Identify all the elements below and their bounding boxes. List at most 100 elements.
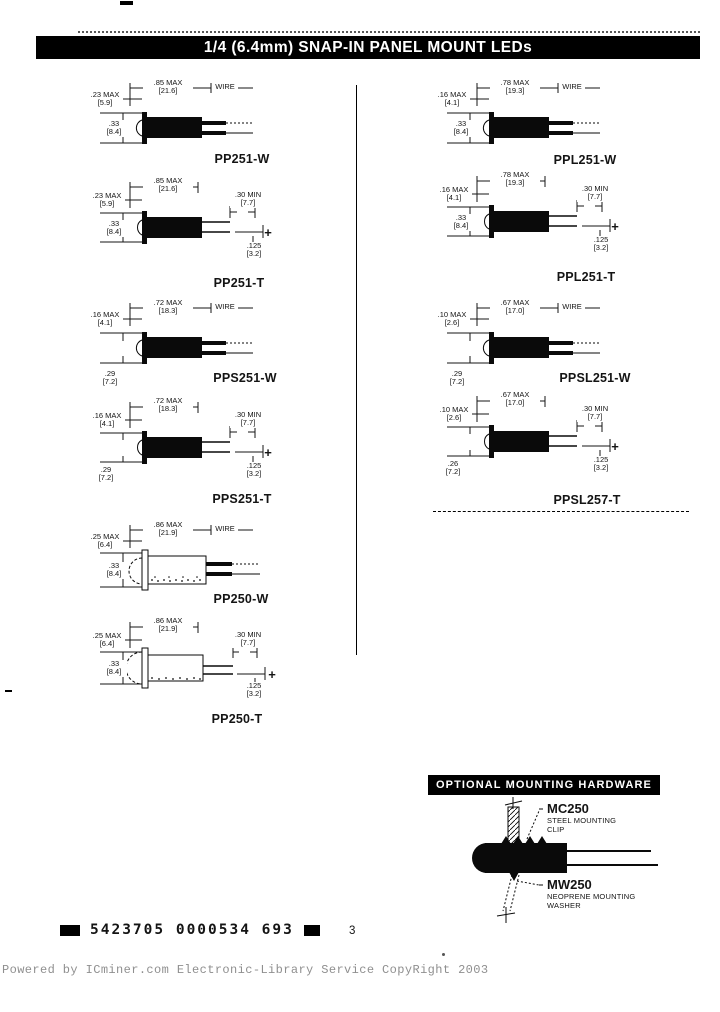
dim-mm: [8.4] bbox=[106, 569, 122, 579]
wire-text: WIRE bbox=[562, 82, 582, 91]
dim-inches: .125 bbox=[593, 455, 609, 464]
model-label: PPS251-W bbox=[213, 371, 277, 385]
dim-bezel: .16 MAX[4.1] bbox=[87, 310, 123, 328]
washer-description-line1: NEOPRENE MOUNTING bbox=[547, 892, 636, 901]
dim-mm: [4.1] bbox=[97, 318, 113, 328]
model-label: PPL251-T bbox=[556, 270, 616, 284]
polarity-plus: + bbox=[611, 439, 619, 454]
dim-lead-length: .30 MIN[7.7] bbox=[230, 630, 266, 648]
dim-overall-length: .85 MAX[21.6] bbox=[143, 78, 193, 96]
dim-inches: .16 MAX bbox=[90, 310, 120, 319]
stamp-block-right bbox=[303, 924, 320, 936]
dim-inches: .23 MAX bbox=[90, 90, 120, 99]
page-title: 1/4 (6.4mm) SNAP-IN PANEL MOUNT LEDs bbox=[203, 38, 533, 56]
model-label: PP251-W bbox=[214, 152, 270, 166]
dim-diameter: .29[7.2] bbox=[97, 369, 123, 387]
dim-inches: .16 MAX bbox=[437, 90, 467, 99]
dim-mm: [7.7] bbox=[240, 418, 256, 428]
dim-inches: .33 bbox=[455, 213, 467, 222]
dim-inches: .23 MAX bbox=[92, 191, 122, 200]
dim-diameter: .33[8.4] bbox=[101, 219, 127, 237]
dim-mm: [21.6] bbox=[158, 86, 178, 96]
model-label: PPS251-T bbox=[212, 492, 272, 506]
wire-text: WIRE bbox=[215, 82, 235, 91]
scan-noise-line bbox=[78, 31, 700, 33]
dim-lead-length: .30 MIN[7.7] bbox=[577, 184, 613, 202]
dim-inches: .16 MAX bbox=[439, 185, 469, 194]
dim-lead-length: .30 MIN[7.7] bbox=[230, 190, 266, 208]
dim-inches: .30 MIN bbox=[581, 184, 609, 193]
dim-inches: .85 MAX bbox=[153, 176, 183, 185]
dim-diameter: .26[7.2] bbox=[440, 459, 466, 477]
washer-description-line2: WASHER bbox=[547, 901, 581, 910]
dim-mm: [8.4] bbox=[453, 127, 469, 137]
dim-mm: [3.2] bbox=[246, 469, 262, 479]
dim-diameter: .33[8.4] bbox=[101, 119, 127, 137]
dim-inches: .72 MAX bbox=[153, 298, 183, 307]
dim-mm: [18.3] bbox=[158, 306, 178, 316]
dim-mm: [3.2] bbox=[246, 249, 262, 259]
scan-artifact-left bbox=[5, 690, 12, 692]
dim-mm: [4.1] bbox=[446, 193, 462, 203]
dim-mm: [2.6] bbox=[446, 413, 462, 423]
dim-mm: [7.2] bbox=[98, 473, 114, 483]
dim-mm: [7.2] bbox=[445, 467, 461, 477]
dim-bezel: .25 MAX[6.4] bbox=[87, 532, 123, 550]
dim-bezel: .23 MAX[5.9] bbox=[87, 90, 123, 108]
hardware-banner: OPTIONAL MOUNTING HARDWARE bbox=[428, 775, 660, 795]
dim-inches: .72 MAX bbox=[153, 396, 183, 405]
dim-mm: [3.2] bbox=[246, 689, 262, 699]
dim-inches: .33 bbox=[108, 219, 120, 228]
dim-mm: [6.4] bbox=[97, 540, 113, 550]
dim-inches: .33 bbox=[108, 659, 120, 668]
dim-lead-spacing: .125[3.2] bbox=[585, 455, 617, 473]
dim-mm: [21.6] bbox=[158, 184, 178, 194]
dim-overall-length: .78 MAX[19.3] bbox=[490, 170, 540, 188]
dim-mm: [7.7] bbox=[587, 412, 603, 422]
dim-inches: .33 bbox=[108, 561, 120, 570]
diagram-pp250-t: .86 MAX[21.9] .25 MAX[6.4] .33[8.4] .30 … bbox=[85, 616, 285, 726]
dim-overall-length: .86 MAX[21.9] bbox=[143, 520, 193, 538]
model-label: PP250-T bbox=[211, 712, 263, 726]
dim-mm: [21.9] bbox=[158, 624, 178, 634]
wire-label: WIRE bbox=[559, 82, 585, 92]
clip-description-line1: STEEL MOUNTING bbox=[547, 816, 617, 825]
dim-diameter: .33[8.4] bbox=[448, 119, 474, 137]
model-label: PP250-W bbox=[213, 592, 269, 606]
diagram-ppl251-w: .78 MAX[19.3] .16 MAX[4.1] .33[8.4] WIRE… bbox=[432, 78, 616, 168]
dim-mm: [19.3] bbox=[505, 86, 525, 96]
dim-inches: .10 MAX bbox=[437, 310, 467, 319]
dim-inches: .33 bbox=[455, 119, 467, 128]
dim-inches: .29 bbox=[451, 369, 463, 378]
dim-lead-spacing: .125[3.2] bbox=[585, 235, 617, 253]
dim-mm: [4.1] bbox=[444, 98, 460, 108]
dim-mm: [2.6] bbox=[444, 318, 460, 328]
dim-inches: .78 MAX bbox=[500, 78, 530, 87]
dim-overall-length: .78 MAX[19.3] bbox=[490, 78, 540, 96]
dim-mm: [5.9] bbox=[99, 199, 115, 209]
hardware-banner-text: OPTIONAL MOUNTING HARDWARE bbox=[435, 779, 652, 791]
wire-text: WIRE bbox=[562, 302, 582, 311]
diagram-pps251-t: .72 MAX[18.3] .16 MAX[4.1] .29[7.2] .30 … bbox=[85, 396, 285, 510]
diagram-pp250-w: .86 MAX[21.9] .25 MAX[6.4] .33[8.4] WIRE… bbox=[85, 520, 270, 606]
dim-inches: .26 bbox=[447, 459, 459, 468]
dim-mm: [3.2] bbox=[593, 243, 609, 253]
dim-bezel: .10 MAX[2.6] bbox=[434, 310, 470, 328]
dim-bezel: .23 MAX[5.9] bbox=[89, 191, 125, 209]
dim-inches: .25 MAX bbox=[92, 631, 122, 640]
wire-text: WIRE bbox=[215, 302, 235, 311]
dim-inches: .30 MIN bbox=[581, 404, 609, 413]
dim-inches: .29 bbox=[100, 465, 112, 474]
dim-inches: .30 MIN bbox=[234, 630, 262, 639]
dim-inches: .67 MAX bbox=[500, 298, 530, 307]
dim-inches: .85 MAX bbox=[153, 78, 183, 87]
dim-mm: [19.3] bbox=[505, 178, 525, 188]
dim-mm: [7.7] bbox=[240, 198, 256, 208]
dim-overall-length: .85 MAX[21.6] bbox=[143, 176, 193, 194]
dim-mm: [8.4] bbox=[453, 221, 469, 231]
dim-diameter: .29[7.2] bbox=[93, 465, 119, 483]
model-label: PPL251-W bbox=[553, 153, 617, 167]
dim-overall-length: .67 MAX[17.0] bbox=[490, 390, 540, 408]
dim-inches: .78 MAX bbox=[500, 170, 530, 179]
